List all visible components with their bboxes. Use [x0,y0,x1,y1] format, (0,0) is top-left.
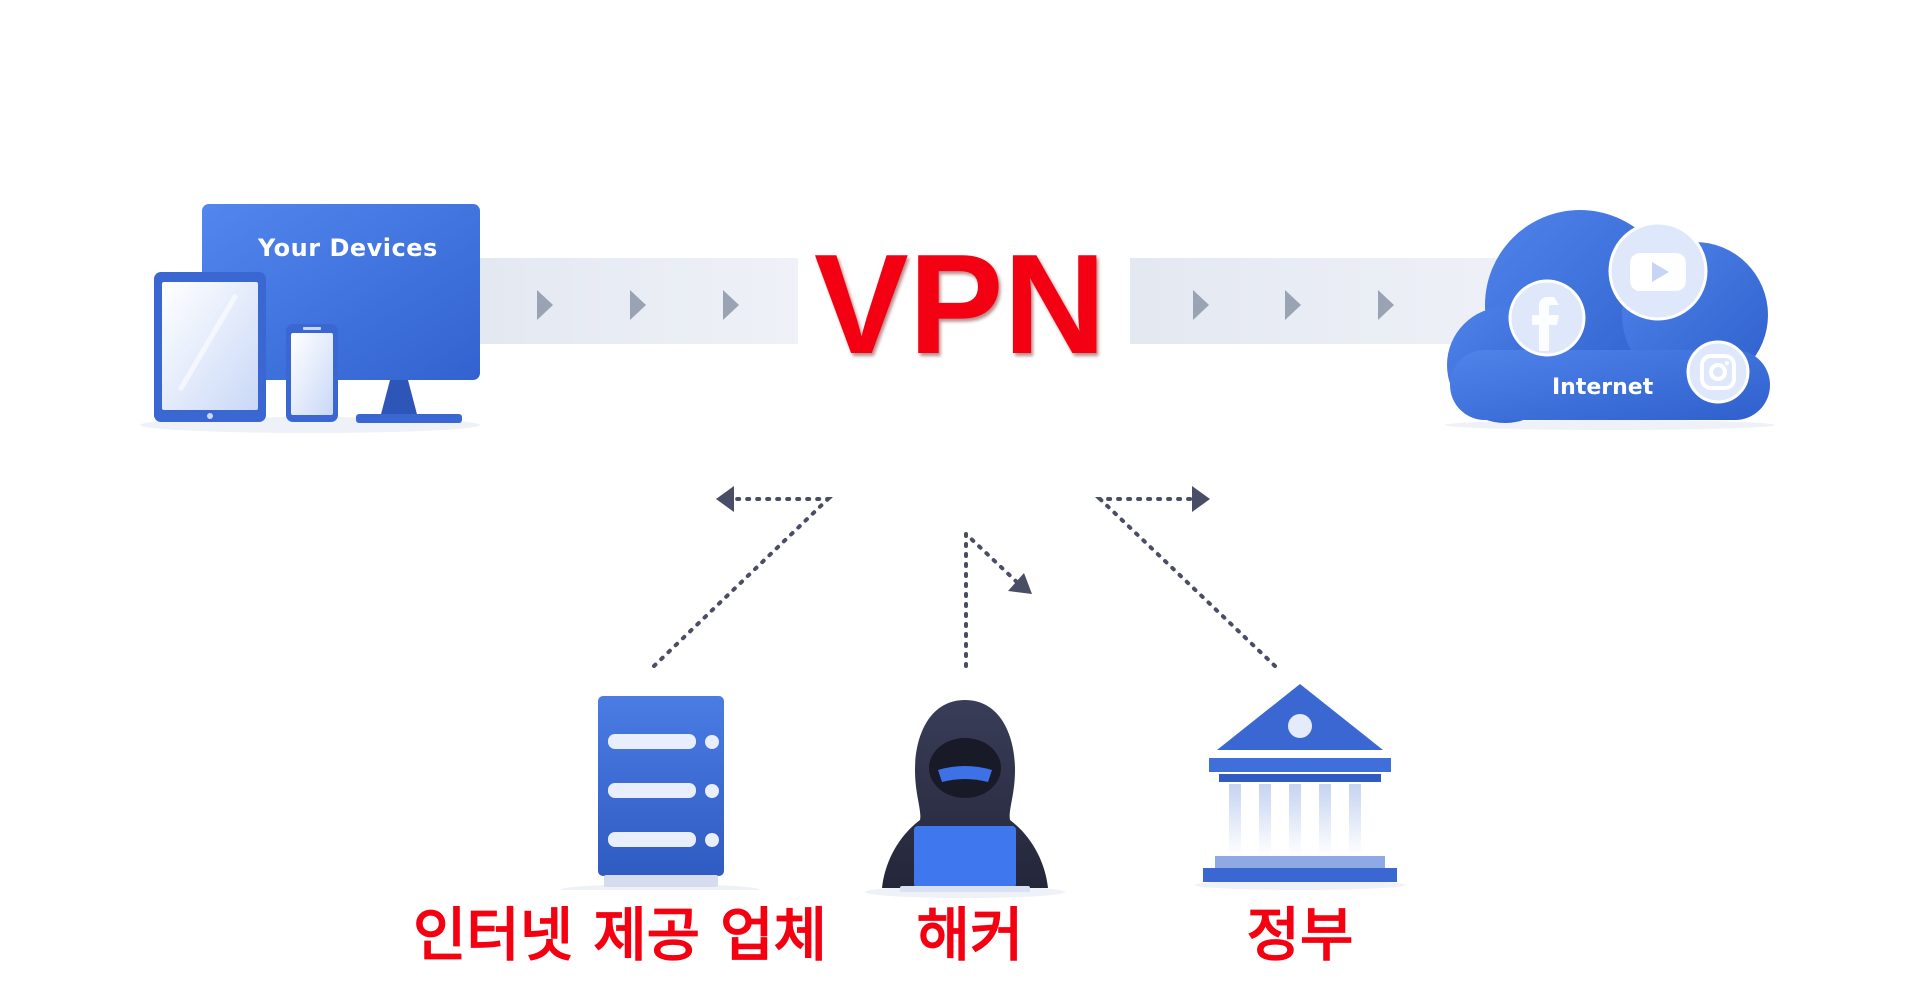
stream-arrow [723,290,739,320]
isp-arrowhead [716,486,734,512]
government-label: 정부 [1246,901,1354,969]
stream-arrow [630,290,646,320]
devices-icon [140,204,480,433]
government-building-icon [1195,684,1405,890]
stream-arrow [1193,290,1209,320]
stream-arrow [1378,290,1394,320]
instagram-icon [1686,340,1750,404]
hacker-icon [865,700,1065,898]
internet-label: Internet [1552,375,1654,400]
hacker-connector [964,529,1022,668]
government-arrowhead [1192,486,1210,512]
facebook-icon [1508,279,1586,357]
stream-arrow [537,290,553,320]
server-icon [560,696,760,890]
hacker-arrowhead [1008,573,1032,594]
isp-connector [652,497,833,668]
government-connector [1095,497,1277,668]
devices-label: Your Devices [258,234,438,262]
hacker-label: 해커 [916,901,1024,969]
youtube-icon [1608,221,1708,321]
internet-cloud-icon [1445,210,1775,430]
vpn-title: VPN [814,225,1106,384]
stream-arrow [1285,290,1301,320]
isp-label: 인터넷 제공 업체 [413,901,827,969]
